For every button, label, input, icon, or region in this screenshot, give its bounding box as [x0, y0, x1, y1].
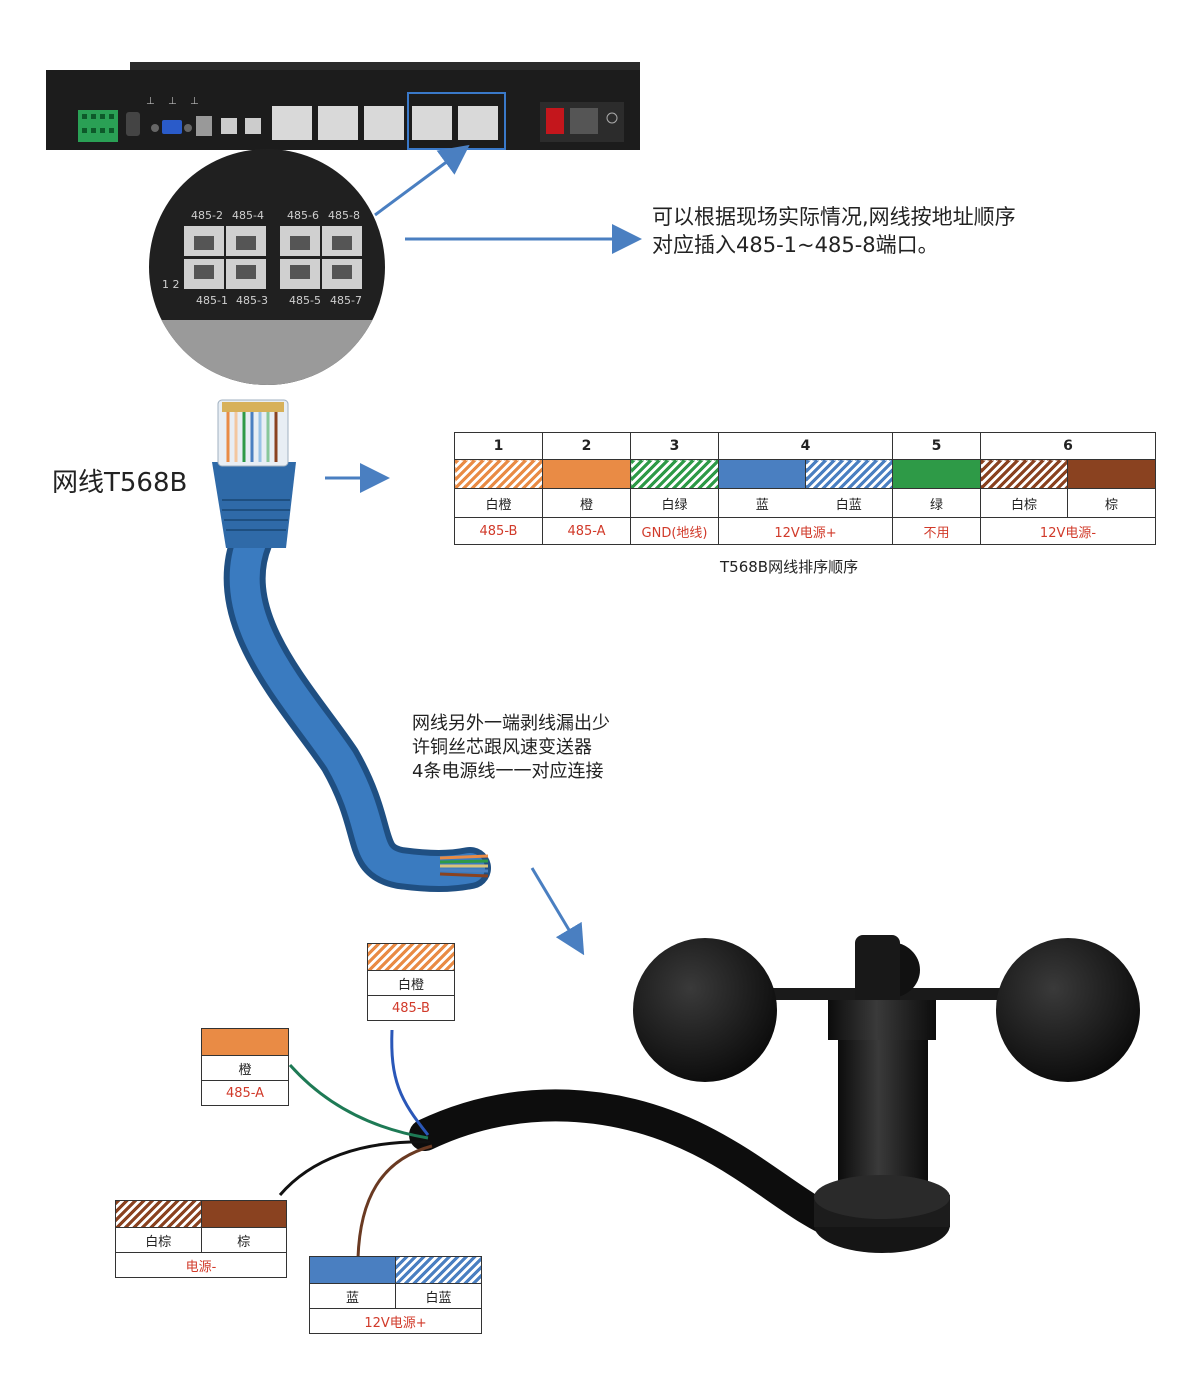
box-name-brown: 棕	[200, 1228, 287, 1252]
left-cup	[633, 938, 777, 1082]
function-485-b: 485-B	[454, 517, 543, 545]
wire-name-green: 绿	[892, 488, 981, 518]
col-num-6: 6	[980, 432, 1156, 460]
port-callout-line-2: 对应插入485-1~485-8端口。	[652, 233, 939, 257]
t568b-table: 1 2 3 4 5 6 白橙 橙 白绿 蓝 白蓝 绿 白棕 棕 485-B 48…	[454, 432, 1156, 545]
wire-name-white-blue: 白蓝	[805, 488, 893, 518]
svg-text:⊥: ⊥	[190, 96, 199, 107]
port-magnifier: 485-2 485-4 485-6 485-8 485-1 485-3 485-…	[149, 149, 385, 385]
magnify-arrow	[374, 144, 470, 217]
col-num-4: 4	[718, 432, 893, 460]
swatch-brown	[1067, 459, 1156, 489]
port-label-485-7: 485-7	[330, 294, 362, 307]
wire-box-white-orange: 白橙 485-B	[367, 943, 455, 1021]
col-num-3: 3	[630, 432, 719, 460]
port-label-485-4: 485-4	[232, 209, 264, 222]
swatch-orange	[542, 459, 631, 489]
table-caption: T568B网线排序顺序	[720, 558, 859, 576]
right-cup	[996, 938, 1140, 1082]
function-12v-minus: 12V电源-	[980, 517, 1156, 545]
box-swatch-white-brown	[116, 1201, 201, 1227]
box-name-blue: 蓝	[345, 1290, 359, 1306]
box-swatch-orange	[202, 1029, 288, 1055]
router-port-banks	[272, 106, 498, 140]
svg-text:⊥: ⊥	[146, 96, 155, 107]
vga-port	[162, 120, 182, 134]
wire-name-orange: 橙	[542, 488, 631, 518]
box-swatch-blue	[310, 1257, 395, 1283]
wire-box-blue-pair: 蓝 白蓝 12V电源+	[309, 1256, 482, 1334]
col-num-1: 1	[454, 432, 543, 460]
swatch-white-orange	[454, 459, 543, 489]
port-label-485-5: 485-5	[289, 294, 321, 307]
sensor-wires	[278, 1029, 433, 1259]
wire-name-white-green: 白绿	[630, 488, 719, 518]
swatch-green	[892, 459, 981, 489]
power-switch	[546, 108, 564, 134]
wire-name-white-orange: 白橙	[454, 488, 543, 518]
wire-box-orange: 橙 485-A	[201, 1028, 289, 1106]
wire-name-brown: 棕	[1067, 488, 1156, 518]
swatch-blue	[718, 459, 806, 489]
box-name-orange: 橙	[238, 1062, 252, 1078]
box-function-485-b: 485-B	[392, 1000, 430, 1016]
sensor-cable	[409, 1089, 856, 1241]
box-swatch-white-blue	[395, 1257, 481, 1283]
port-label-485-1: 485-1	[196, 294, 228, 307]
box-swatch-white-orange	[368, 944, 454, 970]
box-name-white-brown: 白棕	[145, 1234, 172, 1250]
function-485-a: 485-A	[542, 517, 631, 545]
swatch-white-green	[630, 459, 719, 489]
swatch-white-blue	[805, 459, 893, 489]
router-device: ⊥ ⊥ ⊥	[46, 62, 640, 150]
svg-text:⊥: ⊥	[168, 96, 177, 107]
strip-note-line-3: 4条电源线一一对应连接	[412, 761, 604, 782]
rj45-cable	[212, 399, 491, 892]
col-num-2: 2	[542, 432, 631, 460]
function-12v-plus: 12V电源+	[718, 517, 893, 545]
box-function-485-a: 485-A	[225, 1085, 265, 1101]
strip-note-line-1: 网线另外一端剥线漏出少	[412, 713, 610, 734]
port-label-485-6: 485-6	[287, 209, 319, 222]
function-gnd: GND(地线)	[630, 517, 719, 545]
port-label-485-3: 485-3	[236, 294, 268, 307]
col-num-5: 5	[892, 432, 981, 460]
swatch-white-brown	[980, 459, 1068, 489]
box-name-white-blue: 白蓝	[395, 1284, 481, 1308]
port-callout-text: 可以根据现场实际情况,网线按地址顺序 对应插入485-1~485-8端口。	[652, 203, 1016, 259]
sensor-arrow	[530, 867, 585, 956]
strip-note: 网线另外一端剥线漏出少 许铜丝芯跟风速变送器 4条电源线一一对应连接	[412, 712, 610, 784]
wire-name-blue: 蓝	[718, 488, 806, 518]
anemometer	[409, 935, 1140, 1253]
box-function-power-minus: 电源-	[185, 1259, 217, 1275]
box-function-12v-plus: 12V电源+	[364, 1315, 427, 1331]
wire-box-brown-pair: 白棕 棕 电源-	[115, 1200, 287, 1278]
wire-name-white-brown: 白棕	[980, 488, 1068, 518]
strip-note-line-2: 许铜丝芯跟风速变送器	[412, 737, 592, 758]
box-swatch-brown	[200, 1201, 286, 1227]
function-unused: 不用	[892, 517, 981, 545]
port-label-485-2: 485-2	[191, 209, 223, 222]
port-index-label: 1 2	[162, 278, 180, 291]
box-name-white-orange: 白橙	[397, 977, 424, 993]
port-callout-line-1: 可以根据现场实际情况,网线按地址顺序	[652, 205, 1016, 229]
cable-label: 网线T568B	[52, 468, 188, 498]
port-label-485-8: 485-8	[328, 209, 360, 222]
